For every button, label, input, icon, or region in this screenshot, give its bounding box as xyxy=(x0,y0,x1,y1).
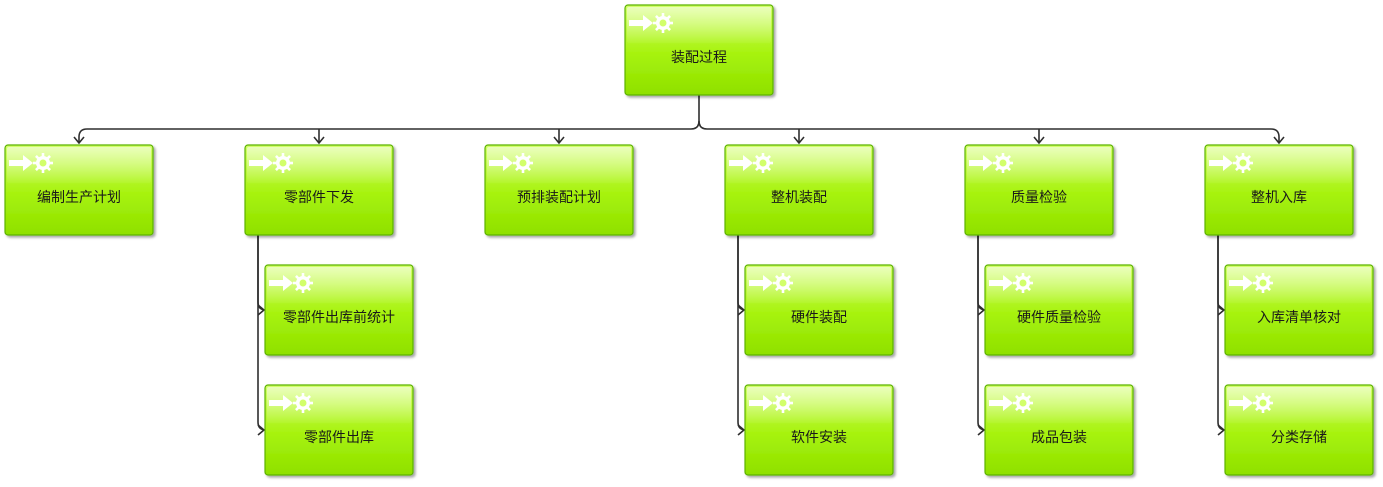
arrow-gear-icon xyxy=(1209,153,1253,173)
child-node[interactable]: 软件安装 xyxy=(744,384,894,476)
node-label: 硬件装配 xyxy=(791,310,847,326)
child-node[interactable]: 分类存储 xyxy=(1224,384,1374,476)
arrowhead xyxy=(1217,304,1226,316)
node-label: 质量检验 xyxy=(1011,190,1067,206)
node-label: 软件安装 xyxy=(791,430,847,446)
arrowhead xyxy=(793,136,805,145)
arrow-gear-icon xyxy=(1229,393,1273,413)
arrowhead xyxy=(1217,424,1226,436)
node-label: 零部件出库 xyxy=(304,430,374,446)
arrowhead xyxy=(737,304,746,316)
arrowhead xyxy=(1273,136,1285,145)
arrow-gear-icon xyxy=(489,153,533,173)
branch-node[interactable]: 编制生产计划 xyxy=(4,144,154,236)
node-label: 整机入库 xyxy=(1251,190,1307,206)
arrow-gear-icon xyxy=(749,393,793,413)
arrow-gear-icon xyxy=(989,393,1033,413)
arrow-gear-icon xyxy=(9,153,53,173)
arrow-gear-icon xyxy=(729,153,773,173)
node-label: 入库清单核对 xyxy=(1257,310,1341,326)
node-label: 零部件下发 xyxy=(284,190,354,206)
child-node[interactable]: 入库清单核对 xyxy=(1224,264,1374,356)
node-label: 成品包装 xyxy=(1031,430,1087,446)
node-label: 装配过程 xyxy=(671,50,727,66)
branch-node[interactable]: 质量检验 xyxy=(964,144,1114,236)
arrowhead xyxy=(977,424,986,436)
arrowhead xyxy=(737,424,746,436)
arrowhead xyxy=(313,136,325,145)
arrow-gear-icon xyxy=(629,13,673,33)
arrow-gear-icon xyxy=(269,273,313,293)
child-node[interactable]: 硬件质量检验 xyxy=(984,264,1134,356)
arrow-gear-icon xyxy=(749,273,793,293)
arrowhead xyxy=(1033,136,1045,145)
branch-node[interactable]: 整机装配 xyxy=(724,144,874,236)
branch-node[interactable]: 整机入库 xyxy=(1204,144,1354,236)
arrowhead xyxy=(977,304,986,316)
arrow-gear-icon xyxy=(989,273,1033,293)
branch-node[interactable]: 零部件下发 xyxy=(244,144,394,236)
arrowhead xyxy=(257,304,266,316)
root-node[interactable]: 装配过程 xyxy=(624,4,774,96)
node-label: 整机装配 xyxy=(771,190,827,206)
arrow-gear-icon xyxy=(1229,273,1273,293)
branch-node[interactable]: 预排装配计划 xyxy=(484,144,634,236)
node-label: 零部件出库前统计 xyxy=(283,309,395,326)
arrow-gear-icon xyxy=(269,393,313,413)
arrowhead xyxy=(553,136,565,145)
arrowhead xyxy=(257,424,266,436)
node-label: 编制生产计划 xyxy=(37,190,121,206)
node-label: 分类存储 xyxy=(1271,430,1327,446)
root-bus-left xyxy=(78,95,700,143)
child-node[interactable]: 零部件出库 xyxy=(264,384,414,476)
node-label: 硬件质量检验 xyxy=(1017,310,1101,326)
child-node[interactable]: 硬件装配 xyxy=(744,264,894,356)
node-label: 预排装配计划 xyxy=(517,190,601,206)
child-node[interactable]: 零部件出库前统计 xyxy=(264,264,414,356)
arrowhead xyxy=(73,136,85,145)
child-node[interactable]: 成品包装 xyxy=(984,384,1134,476)
arrow-gear-icon xyxy=(969,153,1013,173)
arrow-gear-icon xyxy=(249,153,293,173)
root-bus-right xyxy=(698,120,1280,143)
